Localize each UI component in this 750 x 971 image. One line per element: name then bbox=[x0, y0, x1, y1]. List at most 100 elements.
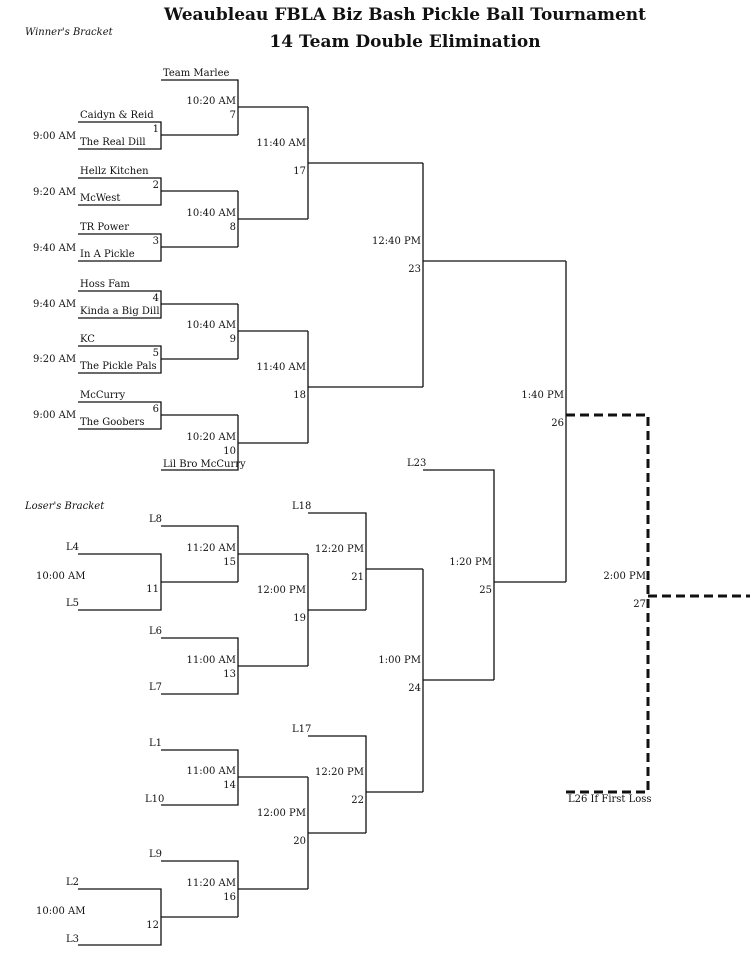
game-15-connector bbox=[161, 525, 308, 582]
game-number-7: 7 bbox=[230, 110, 236, 121]
team-lil-bro-mccurry: Lil Bro McCurry bbox=[163, 459, 246, 470]
game-14-connector bbox=[161, 749, 308, 806]
winners-bracket-text: Team Marlee Caidyn & Reid The Real Dill … bbox=[33, 68, 652, 805]
time-game-4: 9:40 AM bbox=[33, 299, 76, 310]
game-20-connector bbox=[307, 777, 366, 889]
time-game-14: 11:00 AM bbox=[187, 766, 236, 777]
slot-l23: L23 bbox=[407, 458, 426, 469]
team-hoss-fam: Hoss Fam bbox=[80, 279, 130, 290]
game-number-3: 3 bbox=[153, 236, 159, 247]
losers-bracket-text: L8 L4 L5 L6 L7 L1 L10 L9 L2 L3 L18 L17 L… bbox=[36, 458, 492, 945]
game-number-19: 19 bbox=[293, 613, 306, 624]
team-mccurry: McCurry bbox=[80, 390, 125, 401]
game-number-17: 17 bbox=[293, 166, 306, 177]
time-game-1: 9:00 AM bbox=[33, 131, 76, 142]
time-game-19: 12:00 PM bbox=[257, 585, 306, 596]
time-game-26: 1:40 PM bbox=[521, 390, 564, 401]
time-game-25: 1:20 PM bbox=[449, 557, 492, 568]
game-number-12: 12 bbox=[146, 920, 159, 931]
slot-l2: L2 bbox=[66, 877, 79, 888]
slot-l9: L9 bbox=[149, 849, 162, 860]
game-16-connector bbox=[161, 860, 308, 917]
game-number-15: 15 bbox=[223, 557, 236, 568]
game-number-14: 14 bbox=[223, 780, 236, 791]
game-25-connector bbox=[423, 469, 566, 680]
slot-l8: L8 bbox=[149, 514, 162, 525]
time-game-6: 9:00 AM bbox=[33, 410, 76, 421]
slot-l7: L7 bbox=[149, 682, 162, 693]
team-tr-power: TR Power bbox=[80, 222, 129, 233]
game-number-1: 1 bbox=[153, 124, 159, 135]
game-3-connector bbox=[78, 233, 238, 262]
game-27-dashed-connector bbox=[566, 413, 750, 794]
time-game-9: 10:40 AM bbox=[187, 320, 236, 331]
team-the-goobers: The Goobers bbox=[80, 417, 144, 428]
game-number-21: 21 bbox=[351, 572, 364, 583]
game-number-20: 20 bbox=[293, 836, 306, 847]
game-17-connector bbox=[307, 107, 423, 219]
time-game-22: 12:20 PM bbox=[315, 767, 364, 778]
game-11-connector bbox=[78, 553, 238, 611]
game-number-18: 18 bbox=[293, 390, 306, 401]
game-23-connector bbox=[422, 163, 566, 387]
game-19-connector bbox=[307, 554, 366, 666]
time-game-21: 12:20 PM bbox=[315, 544, 364, 555]
game-1-connector bbox=[78, 121, 238, 150]
team-team-marlee: Team Marlee bbox=[163, 68, 230, 79]
game-number-27: 27 bbox=[633, 599, 646, 610]
team-kc: KC bbox=[80, 334, 95, 345]
time-game-12: 10:00 AM bbox=[36, 906, 85, 917]
game-number-2: 2 bbox=[153, 180, 159, 191]
time-game-8: 10:40 AM bbox=[187, 208, 236, 219]
slot-l26-if-first-loss: L26 If First Loss bbox=[568, 794, 652, 805]
title-line-1: Weaubleau FBLA Biz Bash Pickle Ball Tour… bbox=[163, 5, 646, 25]
team-kinda-a-big-dill: Kinda a Big Dill bbox=[80, 306, 160, 317]
game-7-connector bbox=[161, 79, 308, 135]
time-game-17: 11:40 AM bbox=[257, 138, 306, 149]
time-game-27: 2:00 PM bbox=[603, 571, 646, 582]
game-8-connector bbox=[237, 191, 308, 247]
losers-bracket-label: Loser's Bracket bbox=[24, 501, 105, 512]
game-10-connector bbox=[161, 415, 308, 471]
team-the-pickle-pals: The Pickle Pals bbox=[80, 361, 157, 372]
slot-l10: L10 bbox=[145, 794, 164, 805]
team-caidyn-reid: Caidyn & Reid bbox=[80, 110, 154, 121]
slot-l18: L18 bbox=[292, 501, 311, 512]
winners-bracket-label: Winner's Bracket bbox=[25, 27, 114, 38]
game-number-26: 26 bbox=[551, 418, 564, 429]
game-21-connector bbox=[308, 512, 423, 610]
team-mcwest: McWest bbox=[80, 193, 120, 204]
time-game-3: 9:40 AM bbox=[33, 243, 76, 254]
game-number-9: 9 bbox=[230, 334, 236, 345]
title-line-2: 14 Team Double Elimination bbox=[269, 32, 540, 52]
game-18-connector bbox=[307, 331, 423, 443]
game-5-connector bbox=[78, 345, 238, 374]
game-number-24: 24 bbox=[408, 683, 421, 694]
time-game-7: 10:20 AM bbox=[187, 96, 236, 107]
game-13-connector bbox=[161, 637, 308, 695]
losers-bracket-lines bbox=[78, 469, 566, 946]
time-game-15: 11:20 AM bbox=[187, 543, 236, 554]
time-game-23: 12:40 PM bbox=[372, 236, 421, 247]
game-24-connector bbox=[422, 569, 494, 792]
time-game-24: 1:00 PM bbox=[378, 655, 421, 666]
game-number-22: 22 bbox=[351, 795, 364, 806]
game-number-4: 4 bbox=[153, 293, 159, 304]
game-number-23: 23 bbox=[408, 264, 421, 275]
winners-bracket-lines bbox=[78, 79, 567, 582]
game-9-connector bbox=[237, 304, 308, 359]
slot-l3: L3 bbox=[66, 934, 79, 945]
game-22-connector bbox=[308, 735, 423, 833]
time-game-5: 9:20 AM bbox=[33, 354, 76, 365]
game-number-25: 25 bbox=[479, 585, 492, 596]
game-12-connector bbox=[78, 888, 238, 946]
game-2-connector bbox=[78, 177, 238, 206]
game-number-5: 5 bbox=[153, 348, 159, 359]
time-game-10: 10:20 AM bbox=[187, 432, 236, 443]
game-number-13: 13 bbox=[223, 669, 236, 680]
slot-l1: L1 bbox=[149, 738, 162, 749]
game-number-11: 11 bbox=[146, 584, 159, 595]
slot-l6: L6 bbox=[149, 626, 162, 637]
slot-l4: L4 bbox=[66, 542, 79, 553]
